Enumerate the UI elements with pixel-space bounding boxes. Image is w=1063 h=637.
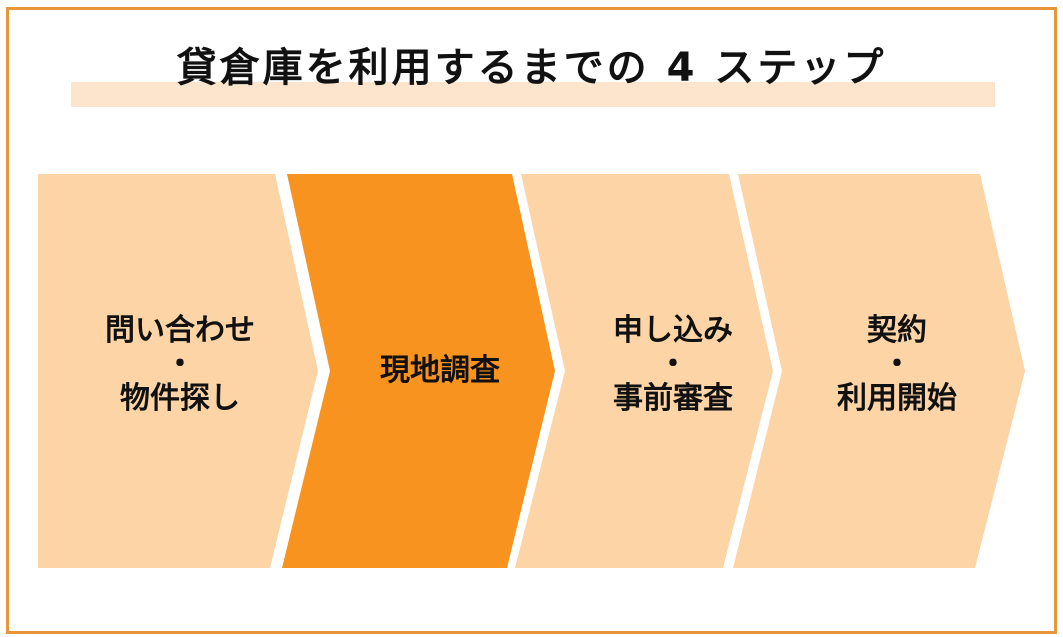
step-1-line2: 物件探し — [120, 381, 240, 416]
step-3-label: 申し込み ・ 事前審査 — [563, 312, 783, 418]
step-4-line1: 契約 — [867, 313, 927, 348]
step-1-chevron — [38, 174, 318, 568]
step-4-separator: ・ — [882, 347, 912, 382]
step-1-label: 問い合わせ ・ 物件探し — [70, 312, 290, 418]
step-3-line1: 申し込み — [613, 313, 733, 348]
step-1-line1: 問い合わせ — [105, 313, 255, 348]
step-2-label: 現地調査 — [330, 352, 550, 390]
title-highlight-bar — [71, 82, 995, 107]
diagram-frame — [6, 7, 1057, 634]
step-3-line2: 事前審査 — [613, 381, 733, 416]
step-4-chevron — [733, 174, 1025, 568]
step-4-line2: 利用開始 — [837, 381, 957, 416]
step-2-chevron — [282, 174, 555, 568]
step-3-separator: ・ — [658, 347, 688, 382]
step-1-separator: ・ — [165, 347, 195, 382]
step-2-line1: 現地調査 — [380, 353, 500, 388]
diagram-title: 貸倉庫を利用するまでの 4 ステップ — [176, 45, 887, 91]
step-4-label: 契約 ・ 利用開始 — [787, 312, 1007, 418]
step-3-chevron — [515, 174, 773, 568]
